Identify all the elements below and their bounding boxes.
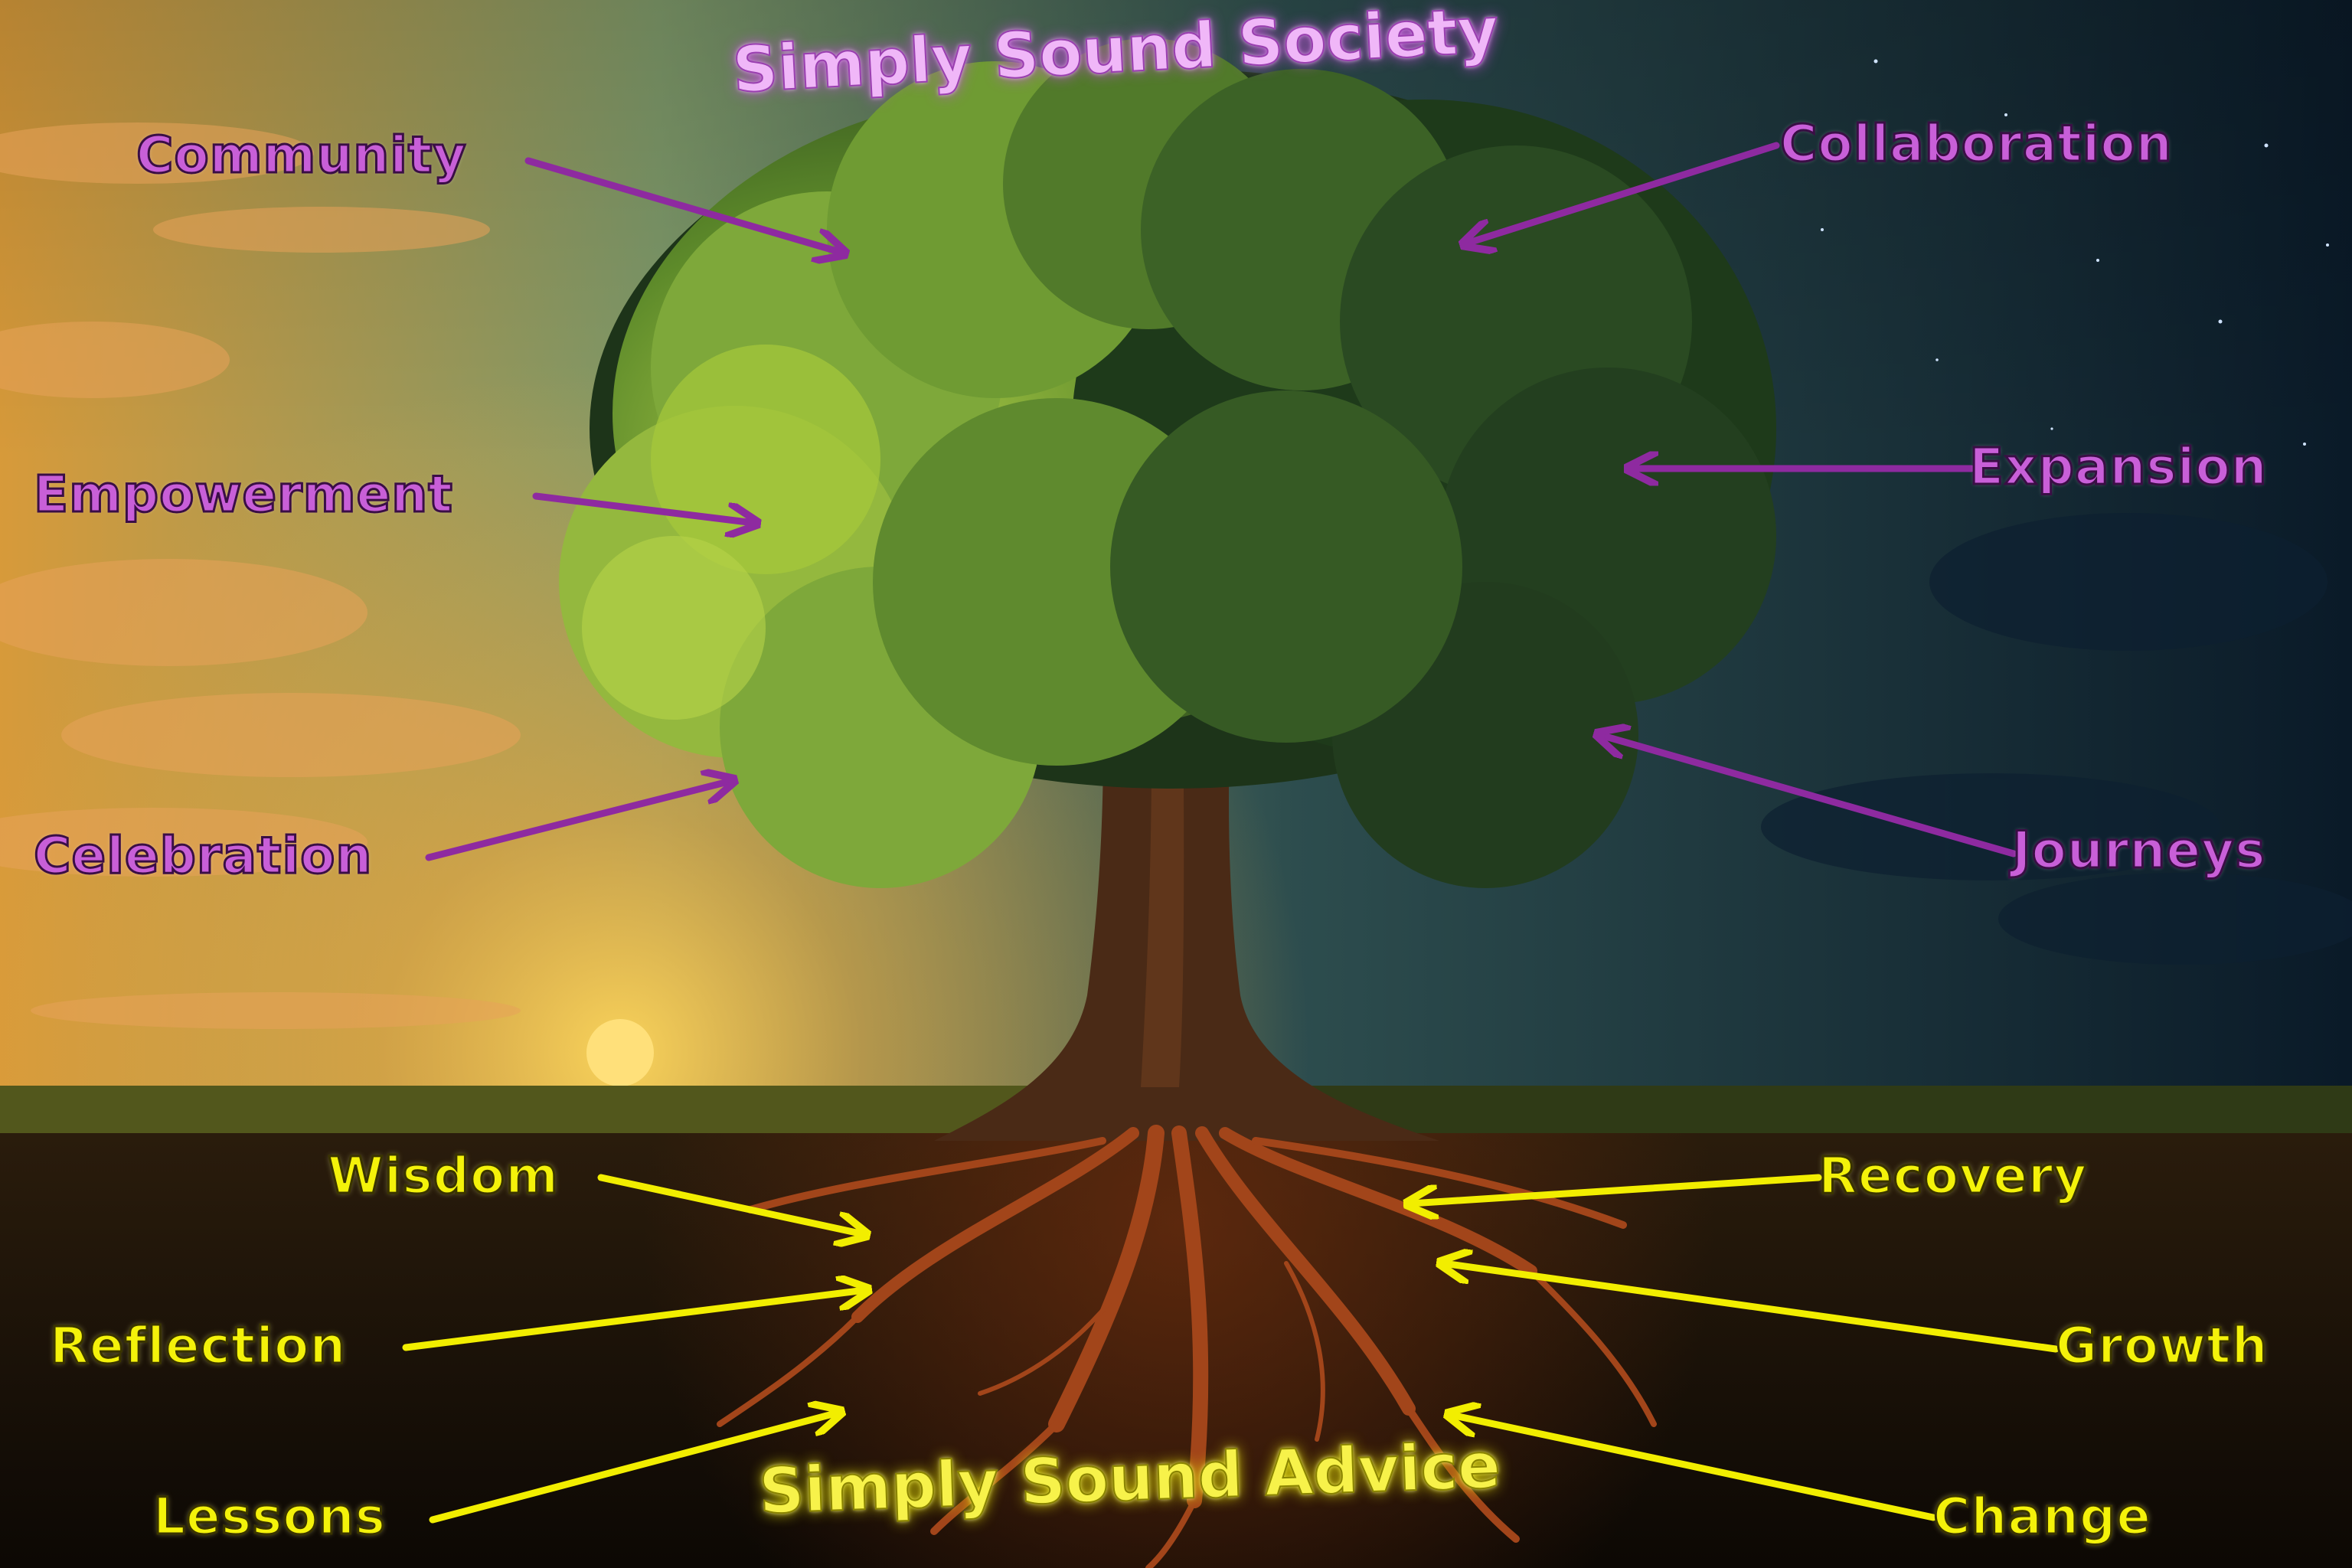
clouds (0, 122, 521, 1029)
canopy-arrows (425, 142, 2017, 861)
night-clouds (1761, 513, 2352, 965)
label-expansion: Expansion (1968, 437, 2269, 496)
growth-arrow (1443, 1263, 2060, 1353)
label-journeys: Journeys (2011, 821, 2266, 880)
wisdom-arrow (597, 1174, 864, 1234)
stars (1759, 59, 2329, 476)
celebration-arrow (425, 781, 731, 861)
tree-roots (717, 1125, 1657, 1568)
tree-trunk (934, 582, 1439, 1141)
label-recovery: Recovery (1817, 1146, 2088, 1205)
label-growth: Growth (2055, 1316, 2269, 1375)
label-collaboration: Collaboration (1779, 114, 2174, 173)
label-wisdom: Wisdom (326, 1146, 560, 1205)
label-change: Change (1932, 1487, 2152, 1546)
empowerment-arrow (532, 492, 754, 523)
collaboration-arrow (1466, 142, 1780, 243)
reflection-arrow (402, 1290, 865, 1351)
change-arrow (1451, 1415, 1937, 1521)
sun (586, 1019, 654, 1086)
label-reflection: Reflection (48, 1316, 347, 1375)
root-arrows (402, 1174, 2060, 1524)
label-empowerment: Empowerment (33, 465, 454, 524)
lessons-arrow (429, 1413, 838, 1524)
journeys-arrow (1600, 735, 2017, 858)
community-arrow (524, 157, 842, 253)
label-community: Community (136, 126, 467, 185)
label-lessons: Lessons (152, 1487, 387, 1546)
label-celebration: Celebration (32, 826, 373, 885)
recovery-arrow (1410, 1174, 1822, 1204)
